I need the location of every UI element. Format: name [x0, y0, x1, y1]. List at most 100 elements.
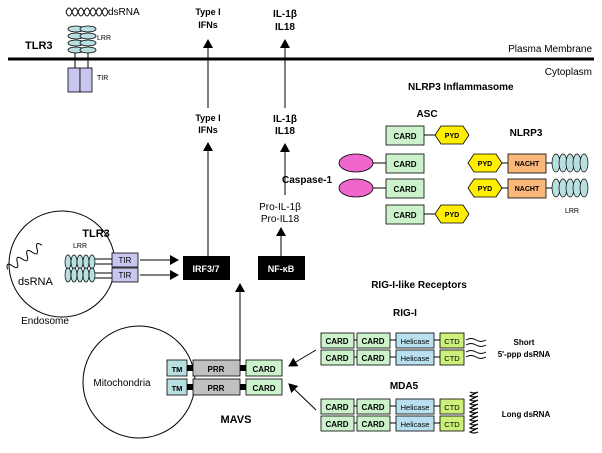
ctd-label: CTD	[444, 337, 460, 346]
tir-endosome-box-1	[111, 252, 139, 268]
rigi-label: RIG-I	[393, 308, 417, 319]
tm-label: TM	[172, 365, 183, 374]
card-label: CARD	[325, 420, 348, 429]
irf37-label: IRF3/7	[192, 264, 219, 274]
card-label: CARD	[361, 354, 384, 363]
pyd-label: PYD	[445, 133, 459, 140]
card-label: CARD	[252, 384, 275, 393]
endosome-label: Endosome	[21, 316, 69, 327]
ctd-label: CTD	[444, 354, 460, 363]
mitochondria-label: Mitochondria	[93, 378, 151, 389]
asc-row-2: CARD PYD	[385, 204, 470, 225]
mda5-label: MDA5	[390, 381, 419, 392]
pyd-label: PYD	[445, 212, 459, 219]
cytoplasm-label: Cytoplasm	[545, 67, 592, 78]
mda5-row-1: CARD CARD Helicase CTD	[320, 398, 465, 415]
mavs-label: MAVS	[221, 414, 252, 426]
il18-mid-label: IL18	[275, 126, 295, 137]
il1b-mid-label: IL-1β	[273, 114, 297, 125]
ifns-mid-label: IFNs	[198, 125, 218, 135]
rigi-row-1: CARD CARD Helicase CTD	[320, 332, 465, 349]
lrr-endosome-label: LRR	[73, 243, 87, 250]
card-label: CARD	[393, 160, 416, 169]
tir-endosome-label: TIR	[119, 271, 132, 280]
card-label: CARD	[325, 354, 348, 363]
short-label: Short	[514, 338, 535, 347]
lrr-surface-label: LRR	[97, 35, 111, 42]
type1-mid-label: Type I	[195, 113, 220, 123]
card-label: CARD	[325, 403, 348, 412]
pro-il18-label: Pro-IL18	[261, 214, 300, 225]
pro-il1b-label: Pro-IL-1β	[259, 202, 301, 213]
nfkb-label: NF-κB	[268, 264, 295, 274]
helicase-label: Helicase	[401, 337, 430, 346]
tir-surface-label: TIR	[97, 75, 108, 82]
caspase-row-1: CARD	[338, 153, 425, 174]
nacht-label: NACHT	[515, 161, 540, 168]
prr-label: PRR	[208, 384, 225, 393]
ctd-label: CTD	[444, 420, 460, 429]
card-label: CARD	[361, 420, 384, 429]
dsrna-surface-label: dsRNA	[108, 7, 140, 18]
card-label: CARD	[393, 132, 416, 141]
tm-label: TM	[172, 384, 183, 393]
il1b-top-label: IL-1β	[273, 9, 297, 20]
helicase-label: Helicase	[401, 420, 430, 429]
nlrp3-row-2: PYD NACHT	[467, 178, 589, 199]
nlrp3-row-1: PYD NACHT	[467, 153, 589, 174]
tir-surface-box-right	[79, 67, 93, 93]
asc-row-1: CARD PYD	[385, 125, 470, 146]
card-label: CARD	[361, 337, 384, 346]
tlr3-surface-label: TLR3	[25, 40, 53, 52]
card-label: CARD	[393, 185, 416, 194]
long-dsrna-label: Long dsRNA	[502, 410, 551, 419]
lrr-repeats-icon	[551, 153, 589, 173]
ctd-label: CTD	[444, 403, 460, 412]
card-label: CARD	[361, 403, 384, 412]
mda5-row-2: CARD CARD Helicase CTD	[320, 415, 465, 432]
card-label: CARD	[252, 365, 275, 374]
asc-label: ASC	[416, 109, 437, 120]
caspase1-blob	[338, 178, 374, 198]
card-label: CARD	[325, 337, 348, 346]
tir-endosome-label: TIR	[119, 256, 132, 265]
card-label: CARD	[393, 211, 416, 220]
il18-top-label: IL18	[275, 22, 295, 33]
rigi-row-2: CARD CARD Helicase CTD	[320, 349, 465, 366]
plasma-membrane-label: Plasma Membrane	[508, 44, 592, 55]
prr-label: PRR	[208, 365, 225, 374]
helicase-label: Helicase	[401, 354, 430, 363]
helicase-label: Helicase	[401, 403, 430, 412]
dsrna-surface-icon	[65, 7, 109, 17]
nlrp3-inflammasome-title: NLRP3 Inflammasome	[408, 82, 514, 93]
lrr-repeats-icon	[551, 178, 589, 198]
tir-surface-box-left	[67, 67, 81, 93]
nlrp3-lrr-label: LRR	[565, 208, 579, 215]
ifns-top-label: IFNs	[198, 20, 218, 30]
dsrna-surface-strand2-icon	[65, 7, 109, 17]
caspase-row-2: CARD	[338, 178, 425, 199]
pyd-label: PYD	[478, 186, 492, 193]
mavs-row-1: TM PRR CARD	[166, 359, 283, 377]
caspase1-label: Caspase-1	[282, 175, 332, 186]
rig-receptors-title: RIG-I-like Receptors	[371, 280, 467, 291]
tlr3-surface-lrr-stack	[67, 25, 97, 54]
tlr3-endosome-label: TLR3	[82, 228, 110, 240]
nfkb-box	[258, 256, 305, 280]
arrow-rigi-to-mavs	[288, 349, 317, 367]
nlrp3-label: NLRP3	[510, 128, 543, 139]
irf37-box	[183, 256, 230, 280]
mavs-row-2: TM PRR CARD	[166, 378, 283, 396]
dsrna-endosome-icon	[6, 242, 43, 270]
caspase1-blob	[338, 153, 374, 173]
arrow-mda5-to-mavs	[288, 383, 317, 411]
tlr3-endosome-lrr-stack	[64, 254, 96, 283]
long-dsrna-icon	[468, 391, 479, 434]
tir-endosome-box-2	[111, 267, 139, 283]
pyd-label: PYD	[478, 161, 492, 168]
type1-top-label: Type I	[195, 7, 220, 17]
short-dsrna-icon	[465, 338, 487, 359]
ppp-dsrna-label: 5'-ppp dsRNA	[498, 350, 551, 359]
